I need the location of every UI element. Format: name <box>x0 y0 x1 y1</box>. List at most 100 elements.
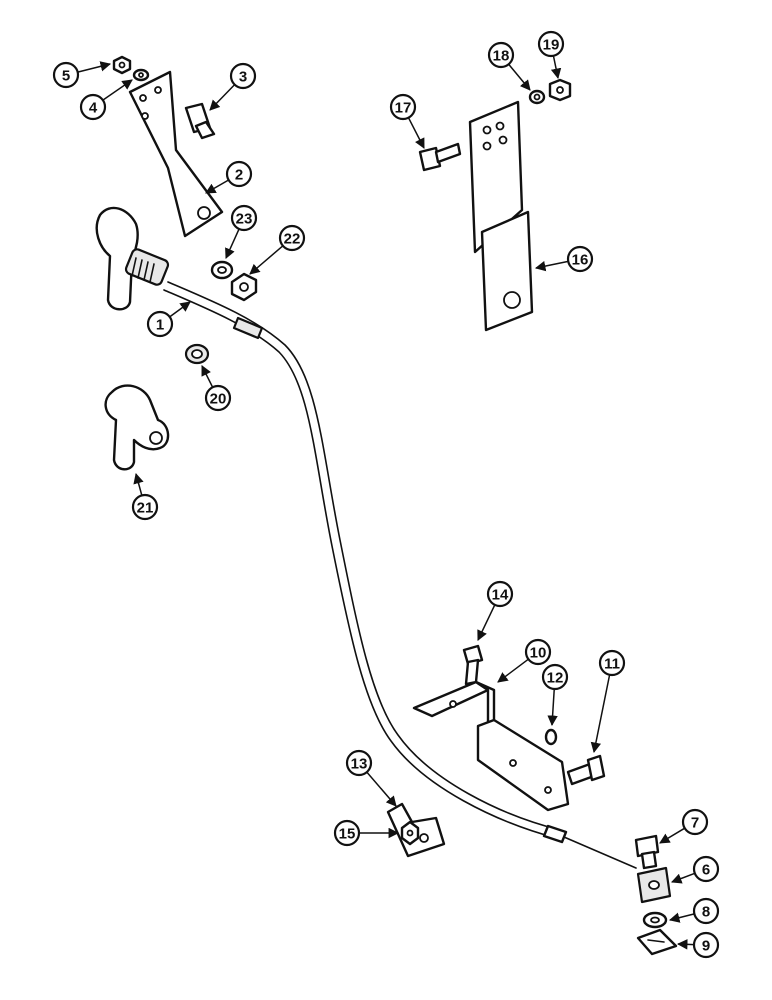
callout-circle-15 <box>333 819 361 847</box>
callout-number-11: 11 <box>604 656 620 673</box>
callout-number-18: 18 <box>493 48 510 65</box>
callout-number-5: 5 <box>62 68 70 85</box>
callout-number-4: 4 <box>89 100 98 117</box>
callout-leader-13 <box>366 771 397 807</box>
callout-leader-9 <box>676 939 695 950</box>
callout-number-22: 22 <box>284 231 301 248</box>
callout-circle-21 <box>131 493 159 521</box>
callout-15: 15 <box>333 819 400 847</box>
callout-number-19: 19 <box>543 37 560 54</box>
callout-circle-20 <box>204 384 232 412</box>
callout-21: 21 <box>131 472 159 521</box>
callout-circle-23 <box>230 204 258 232</box>
callout-9: 9 <box>676 931 720 959</box>
callout-leader-12 <box>547 688 558 727</box>
nut-19 <box>548 78 572 102</box>
callout-circle-8 <box>692 897 720 925</box>
callout-circle-10 <box>524 638 552 666</box>
callout-2: 2 <box>205 160 253 194</box>
callout-circle-19 <box>537 30 565 58</box>
callout-leader-1 <box>169 301 191 318</box>
callout-3: 3 <box>209 62 257 111</box>
callout-leader-6 <box>671 872 696 884</box>
callout-leader-5 <box>77 61 112 73</box>
callout-number-21: 21 <box>137 500 154 517</box>
callout-4: 4 <box>79 79 133 121</box>
washer-23 <box>210 260 234 280</box>
callout-circle-5 <box>52 61 80 89</box>
callout-circle-9 <box>692 931 720 959</box>
callout-number-7: 7 <box>691 815 699 832</box>
callout-22: 22 <box>249 224 306 275</box>
callout-1: 1 <box>146 301 191 338</box>
callout-leader-21 <box>133 472 144 496</box>
callout-number-6: 6 <box>702 862 710 879</box>
callout-circle-11 <box>598 649 626 677</box>
bolt-3 <box>184 102 216 140</box>
callout-circle-12 <box>541 663 569 691</box>
callout-number-9: 9 <box>702 938 710 955</box>
callout-number-15: 15 <box>339 826 356 843</box>
callout-12: 12 <box>541 663 569 727</box>
callout-leader-10 <box>497 658 529 683</box>
callout-number-23: 23 <box>236 211 253 228</box>
callout-circle-17 <box>389 93 417 121</box>
callout-6: 6 <box>671 855 720 884</box>
clip-9 <box>636 928 678 956</box>
callout-19: 19 <box>537 30 565 80</box>
callout-circle-6 <box>692 855 720 883</box>
callout-number-16: 16 <box>572 252 589 269</box>
callout-number-8: 8 <box>702 904 710 921</box>
lock-washer-12 <box>544 728 558 746</box>
callout-13: 13 <box>345 749 397 807</box>
callout-number-13: 13 <box>351 756 368 773</box>
callout-circle-18 <box>487 41 515 69</box>
callout-10: 10 <box>497 638 552 683</box>
callout-leader-22 <box>249 245 284 275</box>
callout-23: 23 <box>225 204 258 259</box>
callout-circle-1 <box>146 310 174 338</box>
callout-number-17: 17 <box>395 100 412 117</box>
callout-number-2: 2 <box>235 167 243 184</box>
callout-number-14: 14 <box>492 587 509 604</box>
callout-16: 16 <box>534 245 594 273</box>
callout-circle-22 <box>278 224 306 252</box>
nut-22 <box>230 272 258 302</box>
washer-4 <box>132 68 150 82</box>
callout-leader-20 <box>201 365 214 388</box>
callout-number-3: 3 <box>239 69 247 86</box>
callout-leader-18 <box>508 63 531 91</box>
grommet-20 <box>184 343 210 365</box>
callout-number-10: 10 <box>530 645 547 662</box>
callout-circle-14 <box>486 580 514 608</box>
callout-7: 7 <box>659 808 709 844</box>
callout-11: 11 <box>590 649 626 754</box>
bolt-11 <box>566 754 606 786</box>
mounting-bracket-2 <box>128 70 224 238</box>
callout-leader-8 <box>668 912 695 923</box>
callout-circle-3 <box>229 62 257 90</box>
screw-7 <box>634 834 660 870</box>
callout-circle-2 <box>225 160 253 188</box>
callout-number-12: 12 <box>547 670 564 687</box>
callout-leader-14 <box>477 604 496 641</box>
mounting-bracket-10 <box>412 680 570 812</box>
washer-18 <box>528 89 546 105</box>
callout-leader-16 <box>534 260 569 272</box>
callout-20: 20 <box>201 365 232 412</box>
mounting-bracket-16 <box>468 100 534 332</box>
callout-circle-4 <box>79 93 107 121</box>
callout-8: 8 <box>668 897 720 925</box>
callout-circle-16 <box>566 245 594 273</box>
swivel-6 <box>636 866 672 904</box>
callout-leader-23 <box>225 228 240 259</box>
bolt-14 <box>462 644 484 686</box>
callout-number-1: 1 <box>156 317 164 334</box>
nut-5 <box>112 55 132 75</box>
knob-21 <box>104 384 170 471</box>
callout-14: 14 <box>477 580 514 641</box>
callout-circle-7 <box>681 808 709 836</box>
callout-leader-7 <box>659 827 686 844</box>
